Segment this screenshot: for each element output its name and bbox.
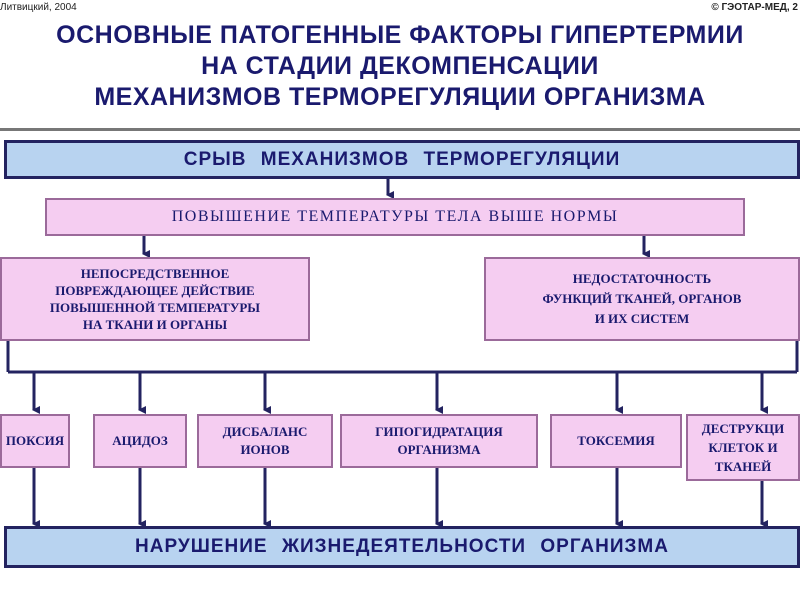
function-insufficiency-line-1: НЕДОСТАТОЧНОСТЬ [572,271,712,286]
direct-damage-line-4: НА ТКАНИ И ОРГАНЫ [82,317,228,332]
acidosis-box: АЦИДОЗ [93,414,187,468]
hypohydration-line-2: ОРГАНИЗМА [397,442,481,457]
temperature-rise-box: ПОВЫШЕНИЕ ТЕМПЕРАТУРЫ ТЕЛА ВЫШЕ НОРМЫ [45,198,745,236]
temperature-rise-label: ПОВЫШЕНИЕ ТЕМПЕРАТУРЫ ТЕЛА ВЫШЕ НОРМЫ [171,208,619,225]
ion-imbalance-line-2: ИОНОВ [240,442,290,457]
publisher-credit: © ГЭОТАР-МЕД, 2 [711,2,798,13]
vital-activity-disruption-label: НАРУШЕНИЕ ЖИЗНЕДЕЯТЕЛЬНОСТИ ОРГАНИЗМА [135,536,669,557]
destruction-line-3: ТКАНЕЙ [714,459,772,474]
title-divider [0,128,800,131]
destruction-box: ДЕСТРУКЦИ КЛЕТОК И ТКАНЕЙ [686,414,800,481]
author-credit: Литвицкий, 2004 [0,2,77,13]
toxemia-box: ТОКСЕМИЯ [550,414,682,468]
direct-damage-line-2: ПОВРЕЖДАЮЩЕЕ ДЕЙСТВИЕ [55,283,255,298]
vital-activity-disruption-box: НАРУШЕНИЕ ЖИЗНЕДЕЯТЕЛЬНОСТИ ОРГАНИЗМА [4,526,800,568]
title-line-1: ОСНОВНЫЕ ПАТОГЕННЫЕ ФАКТОРЫ ГИПЕРТЕРМИИ [56,21,744,49]
thermoregulation-failure-label: СРЫВ МЕХАНИЗМОВ ТЕРМОРЕГУЛЯЦИИ [183,148,621,170]
ion-imbalance-line-1: ДИСБАЛАНС [222,424,308,439]
thermoregulation-failure-box: СРЫВ МЕХАНИЗМОВ ТЕРМОРЕГУЛЯЦИИ [4,140,800,179]
hypoxia-box: ПОКСИЯ [0,414,70,468]
hypoxia-label: ПОКСИЯ [5,433,65,448]
direct-damage-line-1: НЕПОСРЕДСТВЕННОЕ [80,266,230,281]
destruction-line-1: ДЕСТРУКЦИ [701,421,785,436]
function-insufficiency-box: НЕДОСТАТОЧНОСТЬ ФУНКЦИЙ ТКАНЕЙ, ОРГАНОВ … [484,257,800,341]
function-insufficiency-line-3: И ИХ СИСТЕМ [594,311,690,326]
toxemia-label: ТОКСЕМИЯ [577,433,655,448]
title-line-2: НА СТАДИИ ДЕКОМПЕНСАЦИИ [201,52,599,80]
acidosis-label: АЦИДОЗ [112,433,168,448]
title-line-3: МЕХАНИЗМОВ ТЕРМОРЕГУЛЯЦИИ ОРГАНИЗМА [94,83,706,111]
destruction-line-2: КЛЕТОК И [708,440,778,455]
direct-damage-box: НЕПОСРЕДСТВЕННОЕ ПОВРЕЖДАЮЩЕЕ ДЕЙСТВИЕ П… [0,257,310,341]
hypohydration-box: ГИПОГИДРАТАЦИЯ ОРГАНИЗМА [340,414,538,468]
page-title: ОСНОВНЫЕ ПАТОГЕННЫЕ ФАКТОРЫ ГИПЕРТЕРМИИ … [0,20,800,113]
ion-imbalance-box: ДИСБАЛАНС ИОНОВ [197,414,333,468]
hypohydration-line-1: ГИПОГИДРАТАЦИЯ [375,424,503,439]
function-insufficiency-line-2: ФУНКЦИЙ ТКАНЕЙ, ОРГАНОВ [542,291,742,306]
direct-damage-line-3: ПОВЫШЕННОЙ ТЕМПЕРАТУРЫ [49,300,261,315]
